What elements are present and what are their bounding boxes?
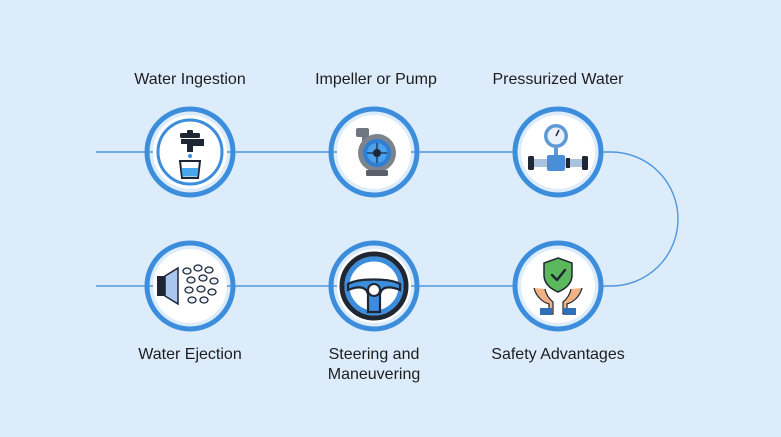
step-label-steering-and-maneuvering: Steering and Maneuvering: [274, 345, 474, 385]
water-spray-icon: [144, 240, 236, 332]
step-label-water-ingestion: Water Ingestion: [134, 71, 246, 88]
step-label-pressurized-water: Pressurized Water: [492, 71, 624, 88]
step-node-pressurized-water: [512, 106, 604, 198]
pressure-gauge-icon: [512, 106, 604, 198]
shield-hands-icon: [512, 240, 604, 332]
step-node-water-ingestion: [144, 106, 236, 198]
step-node-water-ejection: [144, 240, 236, 332]
steering-wheel-icon: [328, 240, 420, 332]
faucet-glass-icon: [144, 106, 236, 198]
step-label-water-ejection: Water Ejection: [138, 346, 242, 363]
step-label-safety-advantages: Safety Advantages: [491, 346, 625, 363]
pump-icon: [328, 106, 420, 198]
step-label-impeller-or-pump: Impeller or Pump: [315, 71, 437, 88]
step-node-steering-and-maneuvering: [328, 240, 420, 332]
step-node-impeller-or-pump: [328, 106, 420, 198]
step-node-safety-advantages: [512, 240, 604, 332]
steering-label-text: Steering and Maneuvering: [327, 346, 421, 383]
